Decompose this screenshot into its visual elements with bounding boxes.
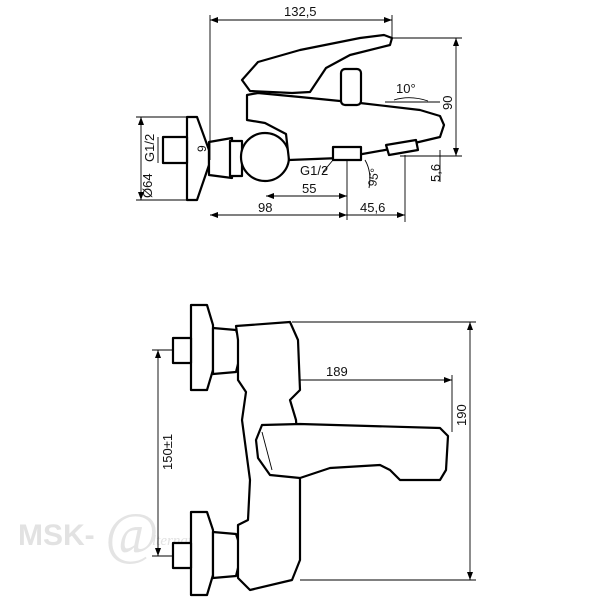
watermark-at: @ [105, 501, 158, 566]
dim-center-distance: 150±1 [160, 434, 175, 470]
dim-outlet-pos: 55 [302, 181, 316, 196]
arrow [138, 117, 144, 125]
dim-width-total: 132,5 [284, 4, 317, 19]
watermark: MSK- @ lternativa.ru [18, 501, 227, 566]
dim-thread-inlet: G1/2 [142, 134, 157, 162]
arrow [155, 548, 161, 556]
spout-aerator [384, 138, 420, 157]
dim-line-outlet-angle [364, 159, 371, 189]
arrow [467, 572, 473, 580]
flange-lower [189, 510, 215, 597]
shower-outlet [331, 145, 363, 162]
dim-outlet-angle: 95° [365, 167, 382, 188]
arrow [138, 192, 144, 200]
arrow [384, 17, 392, 23]
diverter-knob[interactable] [339, 67, 363, 107]
dim-angle-lever: 10° [396, 81, 416, 96]
arrow [467, 322, 473, 330]
lever-handle [240, 33, 394, 95]
side-view: 132,5 90 10° Ø64 G1/2 9 G1/2 95° 5,6 [136, 4, 462, 222]
arrow [339, 212, 347, 218]
dim-height: 90 [440, 96, 455, 110]
watermark-prefix: MSK- [18, 519, 95, 552]
flange-upper [189, 303, 215, 392]
arrow [155, 350, 161, 358]
dim-outlet-thread: G1/2 [300, 163, 328, 178]
arrow [453, 148, 459, 156]
inlet-upper [171, 336, 193, 365]
dim-body-len: 98 [258, 200, 272, 215]
arrow [453, 38, 459, 46]
arrow [397, 212, 405, 218]
eccentric-connector [207, 136, 234, 180]
top-view: 189 190 150±1 [152, 303, 476, 597]
dim-line-angle [393, 97, 429, 102]
dim-body-offset: 9 [195, 145, 209, 152]
dim-height-top: 190 [454, 404, 469, 426]
dim-flange-dia: Ø64 [140, 173, 155, 198]
arrow [339, 193, 347, 199]
arrow [210, 17, 218, 23]
dim-spout-len: 45,6 [360, 200, 385, 215]
lever-handle-top[interactable] [254, 422, 450, 482]
inlet-lower [171, 541, 193, 570]
inlet-pipe [161, 135, 189, 165]
wall-flange [185, 115, 211, 202]
lever-edge [261, 431, 273, 471]
arrow [210, 212, 218, 218]
dim-depth: 189 [326, 364, 348, 379]
arrow [266, 193, 274, 199]
leader-outlet [322, 159, 334, 173]
dim-spout-height: 5,6 [428, 164, 443, 182]
mixer-body-round [239, 131, 291, 183]
arrow [444, 377, 452, 383]
